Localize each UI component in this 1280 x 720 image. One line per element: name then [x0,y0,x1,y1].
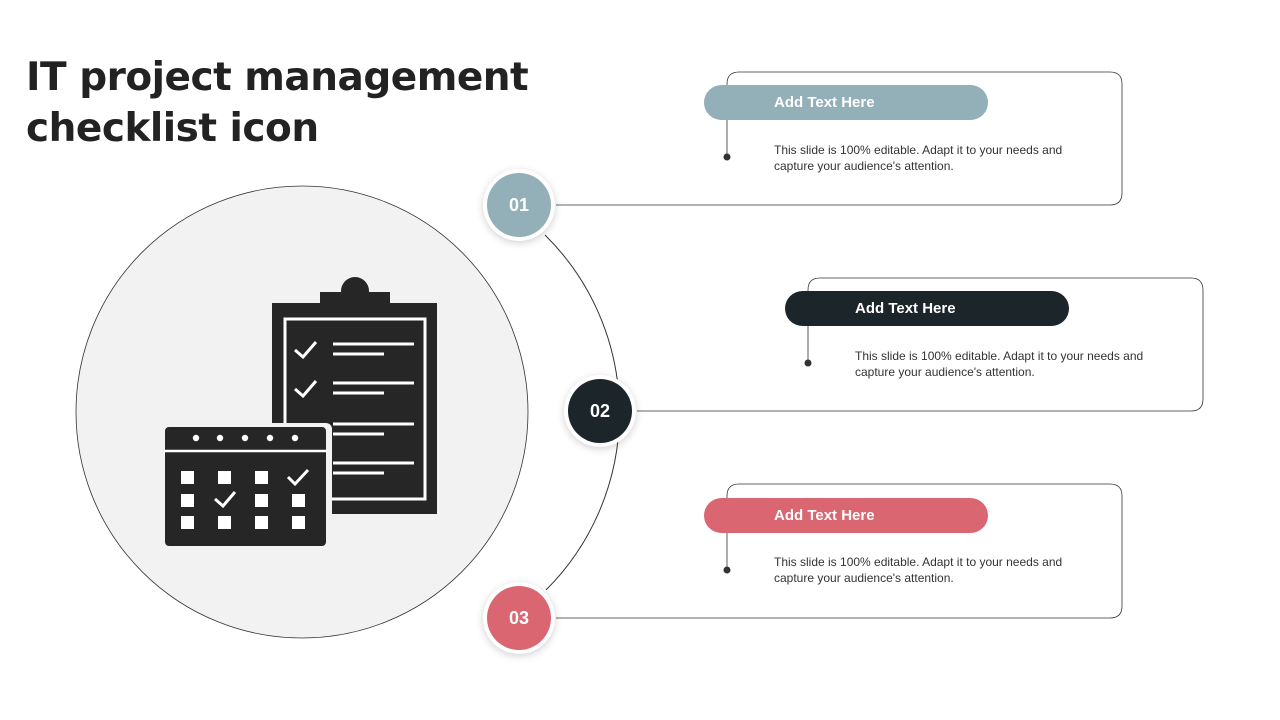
title-line-2: checklist icon [26,106,319,151]
callout-outline-2 [637,277,1204,412]
title-line-1: IT project management [26,55,529,100]
page-title: IT project management checklist icon [26,52,586,154]
step-description-2: This slide is 100% editable. Adapt it to… [855,349,1144,379]
callout-outline-1 [556,71,1123,206]
clipboard-calendar-checklist-icon [161,277,437,550]
step-description-3: This slide is 100% editable. Adapt it to… [774,555,1063,585]
step-heading-3: Add Text Here [704,498,988,533]
callout-dot-3 [723,566,731,574]
callout-dot-2 [804,359,812,367]
step-heading-1: Add Text Here [704,85,988,120]
callout-outline-3 [556,483,1123,619]
step-description-1: This slide is 100% editable. Adapt it to… [774,143,1063,173]
step-number-badge-3: 03 [487,586,551,650]
callout-dot-1 [723,153,731,161]
step-number-badge-2: 02 [568,379,632,443]
step-heading-2: Add Text Here [785,291,1069,326]
calendar-icon [161,423,332,550]
step-number-badge-1: 01 [487,173,551,237]
